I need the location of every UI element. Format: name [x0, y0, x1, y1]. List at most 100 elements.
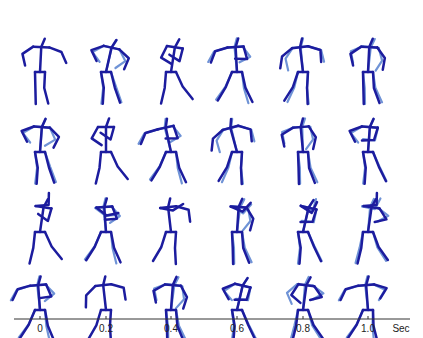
- ghost-limb: [365, 276, 368, 310]
- limb: [35, 231, 45, 234]
- limb: [169, 49, 182, 62]
- limb: [375, 208, 387, 222]
- limb: [168, 198, 171, 232]
- stick-figure: [153, 198, 190, 264]
- limb: [230, 119, 237, 152]
- limb: [309, 126, 316, 149]
- axis-tick: [40, 316, 41, 319]
- limb: [310, 286, 322, 300]
- limb: [22, 126, 34, 141]
- limb: [161, 72, 166, 104]
- ghost-limb: [298, 151, 308, 153]
- limb: [96, 152, 101, 183]
- limb: [303, 277, 311, 310]
- limb: [235, 47, 247, 60]
- ghost-limb: [298, 309, 308, 311]
- limb: [298, 71, 308, 74]
- limb: [153, 284, 164, 302]
- ghost-limb: [298, 71, 308, 73]
- ghost-limb: [111, 72, 121, 102]
- limb: [237, 199, 242, 232]
- ghost-limb: [232, 151, 242, 153]
- limb: [238, 126, 252, 142]
- limb: [33, 45, 49, 48]
- limb: [363, 71, 373, 74]
- limb: [38, 276, 40, 310]
- limb: [219, 152, 232, 181]
- ghost-limb: [40, 119, 46, 152]
- ghost-limb: [363, 309, 373, 311]
- limb: [165, 284, 181, 285]
- limb: [45, 310, 54, 338]
- stick-figure: [231, 199, 254, 264]
- ghost-limb: [29, 284, 45, 286]
- ghost-limb: [216, 72, 232, 100]
- axis-unit: Sec: [392, 323, 409, 335]
- stick-figure: [91, 40, 128, 104]
- axis-tick: [171, 316, 172, 319]
- stick-figure: [161, 39, 193, 103]
- ghost-limb: [150, 152, 166, 180]
- limb: [235, 284, 251, 288]
- limb: [242, 310, 255, 338]
- limb: [228, 45, 244, 48]
- limb: [35, 151, 45, 154]
- limb: [22, 47, 33, 66]
- limb: [368, 39, 373, 72]
- stick-figure: [223, 278, 256, 338]
- limb: [308, 232, 321, 261]
- ghost-limb: [298, 152, 300, 184]
- ghost-limb: [19, 310, 35, 337]
- ghost-limb: [293, 46, 309, 47]
- stick-figure: [30, 193, 62, 263]
- stick-figure: [22, 39, 66, 104]
- limb: [13, 286, 31, 300]
- limb: [240, 152, 243, 184]
- tick-label: 0.8: [296, 323, 310, 335]
- ghost-limb: [232, 232, 234, 264]
- ghost-limb: [363, 71, 373, 73]
- limb: [218, 72, 232, 101]
- ghost-limb: [308, 152, 317, 182]
- axis-tick: [368, 316, 369, 319]
- ghost-limb: [339, 286, 357, 300]
- stick-figure: [356, 193, 389, 263]
- limb: [153, 232, 166, 261]
- limb: [247, 208, 254, 231]
- limb: [141, 129, 158, 144]
- ghost-limb: [356, 232, 363, 263]
- limb: [223, 126, 238, 130]
- limb: [291, 284, 300, 303]
- limb: [104, 46, 120, 50]
- ghost-limb: [242, 232, 252, 262]
- limb: [39, 284, 51, 298]
- limb: [166, 151, 176, 154]
- stick-figure: [85, 198, 121, 263]
- limb: [38, 208, 51, 220]
- ghost-limb: [101, 71, 111, 73]
- ghost-limb: [232, 231, 242, 233]
- stick-figure: [339, 276, 387, 338]
- limb: [211, 47, 228, 62]
- stick-figure: [350, 119, 387, 184]
- ghost-limb: [139, 130, 157, 144]
- ghost-limb: [231, 119, 237, 152]
- limb: [176, 206, 190, 221]
- stick-figure: [298, 199, 322, 264]
- ghost-limb: [309, 46, 324, 61]
- ghost-limb: [298, 232, 300, 264]
- limb: [95, 284, 111, 286]
- limb: [298, 232, 301, 264]
- limb: [44, 72, 48, 103]
- limb: [374, 284, 386, 298]
- limb: [363, 231, 373, 234]
- ghost-limb: [101, 231, 111, 233]
- ghost-limb: [166, 309, 176, 311]
- ghost-limb: [237, 199, 244, 232]
- limb: [30, 232, 35, 263]
- limb: [236, 38, 239, 72]
- limb: [111, 152, 128, 179]
- limb: [363, 152, 366, 184]
